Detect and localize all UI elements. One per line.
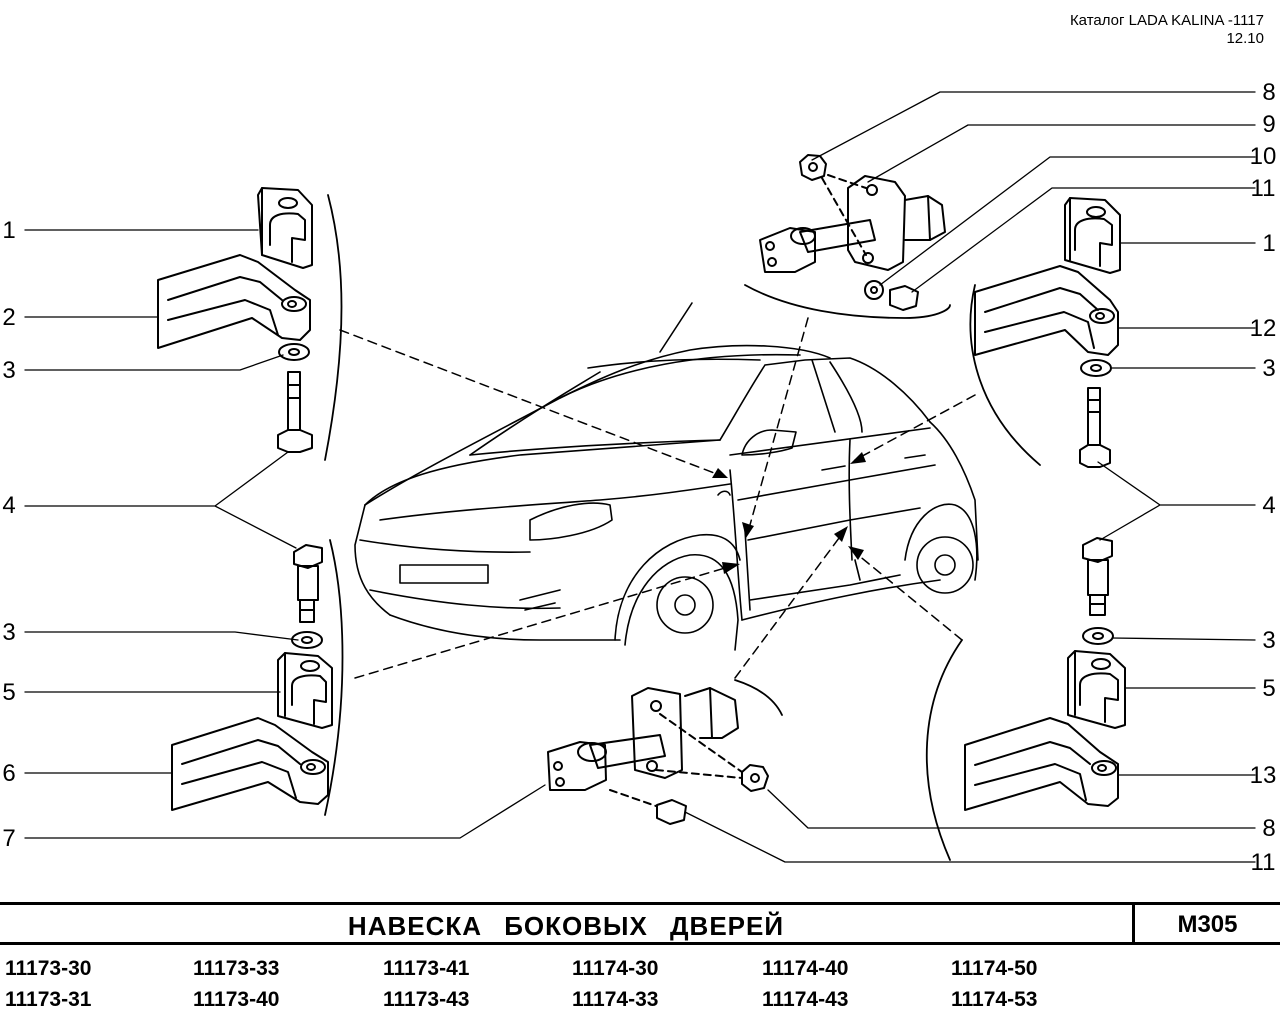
upper-hinge-half: [157, 254, 311, 349]
callout-right-8b: 8: [1262, 815, 1276, 842]
page-title: НАВЕСКА БОКОВЫХ ДВЕРЕЙ: [347, 911, 785, 941]
rear-hinge-pin-upper: [1079, 387, 1111, 468]
callout-right-9: 9: [1262, 111, 1276, 138]
model-number: 11173-31: [5, 988, 92, 1011]
title-bar: НАВЕСКА БОКОВЫХ ДВЕРЕЙ M305: [0, 902, 1280, 945]
arrow-heads: [712, 452, 866, 574]
callout-left-3a: 3: [2, 357, 16, 384]
bolt-8-bottom: [741, 764, 769, 792]
washer-lower: [291, 631, 323, 649]
callout-left-1: 1: [2, 217, 16, 244]
bolt-11-top: [889, 285, 919, 311]
callout-left-3b: 3: [2, 619, 16, 646]
catalog-title: Каталог LADA KALINA -1117: [1069, 12, 1264, 29]
rear-lower-hinge-bracket: [1067, 650, 1126, 729]
code-box: M305: [1132, 902, 1280, 945]
car-illustration: [354, 302, 979, 651]
callout-left-4: 4: [2, 492, 16, 519]
callout-left-5: 5: [2, 679, 16, 706]
model-number: 11174-40: [762, 957, 849, 980]
callout-right-12: 12: [1249, 315, 1277, 342]
model-number: 11174-53: [951, 988, 1038, 1011]
rear-lower-hinge-half: [964, 717, 1119, 811]
callout-right-4: 4: [1262, 492, 1276, 519]
washer-10: [864, 280, 884, 300]
door-hinge-diagram: [24, 91, 1256, 863]
model-number: 11173-41: [383, 957, 470, 980]
reference-arrows: [339, 317, 976, 679]
washer-upper: [278, 343, 310, 361]
model-number: 11173-30: [5, 957, 92, 980]
callout-right-11a: 11: [1250, 175, 1276, 202]
rear-upper-hinge-bracket: [1064, 197, 1121, 274]
hinge-pin-lower: [293, 544, 323, 623]
rear-washer-upper: [1080, 359, 1112, 377]
rear-hinge-pin-lower: [1082, 537, 1113, 616]
callout-right-8a: 8: [1262, 79, 1276, 106]
lower-hinge-half: [171, 717, 329, 811]
catalog-date: 12.10: [1226, 30, 1264, 47]
model-number: 11174-33: [572, 988, 659, 1011]
callout-left-7: 7: [2, 825, 16, 852]
callout-left-2: 2: [2, 304, 16, 331]
callout-left-6: 6: [2, 760, 16, 787]
front-door-check-strap: [547, 679, 783, 825]
model-number: 11173-40: [193, 988, 280, 1011]
model-number: 11173-33: [193, 957, 280, 980]
model-number: 11174-50: [951, 957, 1038, 980]
model-number: 11174-43: [762, 988, 849, 1011]
rear-door-hinge-parts: [925, 197, 1126, 861]
bolt-11-bottom: [656, 799, 687, 825]
callout-right-11b: 11: [1250, 849, 1276, 876]
rear-washer-lower: [1082, 627, 1114, 645]
hinge-pin-upper: [277, 371, 313, 453]
bolt-8-top: [799, 154, 827, 181]
catalog-code: M305: [1177, 911, 1238, 938]
rear-upper-hinge-half: [974, 265, 1119, 356]
callout-right-3b: 3: [1262, 627, 1276, 654]
callout-right-10: 10: [1249, 143, 1277, 170]
upper-hinge-bracket: [257, 187, 313, 269]
model-number: 11174-30: [572, 957, 659, 980]
lower-hinge-bracket: [277, 652, 333, 729]
callout-right-5: 5: [1262, 675, 1276, 702]
rear-door-check-strap: [744, 154, 951, 319]
model-number: 11173-43: [383, 988, 470, 1011]
callout-right-13: 13: [1249, 762, 1277, 789]
callout-right-1: 1: [1262, 230, 1276, 257]
callout-right-3a: 3: [1262, 355, 1276, 382]
leader-lines: [24, 91, 1256, 863]
front-door-hinge-parts: [157, 187, 344, 816]
